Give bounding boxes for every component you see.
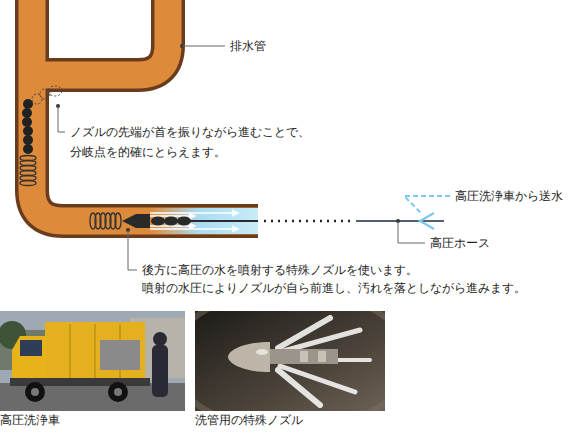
nozzle-in-branch-part bbox=[20, 156, 36, 161]
supply-label: 高圧洗浄車から送水 bbox=[455, 189, 563, 203]
photo-caption: 高圧洗浄車 bbox=[0, 413, 60, 427]
nozzle-in-branch-part bbox=[23, 135, 33, 145]
cleaning-nozzle-part bbox=[122, 214, 150, 228]
truck-photo-panel: 高圧洗浄車 bbox=[0, 311, 185, 430]
nozzle-in-branch-part bbox=[40, 89, 50, 99]
nozzle-in-branch-part bbox=[48, 86, 62, 96]
cleaning-nozzle-part bbox=[164, 217, 178, 226]
nozzle-photo-part-part bbox=[278, 370, 320, 405]
truck-photo-part bbox=[45, 322, 145, 382]
leader-lines-part bbox=[128, 230, 137, 270]
nozzle-in-branch-part bbox=[22, 117, 32, 127]
nozzle-photo-part bbox=[195, 311, 385, 411]
nozzle-in-branch-part bbox=[22, 108, 32, 118]
leader-lines-part bbox=[398, 221, 425, 243]
nozzle-photo-part bbox=[268, 349, 338, 364]
explanation-note-text: 噴射の水圧によりノズルが自ら前進し、汚れを落としながら進みます。 bbox=[142, 281, 526, 295]
photo-caption: 洗管用の特殊ノズル bbox=[195, 413, 303, 427]
nozzle-in-branch-part bbox=[23, 144, 33, 154]
explanation-note-text: 後方に高圧の水を噴射する特殊ノズルを使います。 bbox=[142, 263, 418, 277]
truck-photo-part bbox=[114, 388, 122, 396]
explanation-note: 噴射の水圧によりノズルが自ら前進し、汚れを落としながら進みます。 bbox=[142, 281, 526, 295]
leader-lines-part bbox=[58, 106, 65, 132]
leader-lines-part bbox=[182, 46, 225, 47]
drain-pipe bbox=[32, 0, 258, 234]
high-pressure-hose-part bbox=[420, 213, 434, 229]
water-supply-arrow bbox=[404, 196, 450, 214]
nozzle-photo-part bbox=[318, 351, 326, 362]
truck-photo-part bbox=[100, 340, 140, 370]
truck-photo-part bbox=[12, 336, 46, 385]
callout-note-text: 分岐点を的確にとらえます。 bbox=[70, 145, 226, 159]
nozzle-photo-part bbox=[195, 311, 385, 411]
drain-pipe-part bbox=[32, 0, 168, 75]
drain-pipe-part bbox=[150, 208, 258, 234]
nozzle-in-branch-part bbox=[20, 171, 36, 176]
truck-photo-part bbox=[94, 324, 95, 380]
truck-photo-part bbox=[0, 311, 185, 411]
nozzle-photo-part bbox=[256, 349, 268, 355]
water-jet-arrows-part bbox=[150, 212, 238, 214]
water-jet-arrows-part bbox=[150, 228, 238, 230]
callout-note-text: ノズルの先端が首を振りながら進むことで、 bbox=[70, 125, 310, 139]
truck-photo-part bbox=[153, 332, 167, 346]
nozzle-in-branch-part bbox=[23, 126, 33, 136]
cleaning-nozzle-part bbox=[177, 217, 191, 226]
drain-pipe-part bbox=[32, 0, 168, 75]
nozzle-in-branch-part bbox=[20, 161, 36, 166]
cleaning-nozzle-part bbox=[115, 213, 121, 229]
nozzle-in-branch-part bbox=[20, 166, 36, 171]
part-label-text: 排水管 bbox=[230, 39, 266, 53]
truck-photo bbox=[0, 311, 185, 411]
supply-label-text: 高圧洗浄車から送水 bbox=[455, 189, 563, 203]
part-label: 排水管 bbox=[230, 39, 266, 53]
drain-pipe-part bbox=[32, 0, 258, 221]
truck-photo-part bbox=[69, 324, 70, 380]
cleaning-nozzle-part bbox=[151, 217, 165, 226]
callout-note: 分岐点を的確にとらえます。 bbox=[70, 145, 226, 159]
water-supply-arrow-part bbox=[404, 196, 450, 214]
nozzle-photo-panel: 洗管用の特殊ノズル bbox=[195, 311, 385, 430]
high-pressure-hose-part bbox=[264, 220, 352, 223]
explanation-note: 後方に高圧の水を噴射する特殊ノズルを使います。 bbox=[142, 263, 418, 277]
nozzle-in-branch-part bbox=[23, 99, 33, 109]
truck-photo-part bbox=[31, 388, 39, 396]
nozzle-in-branch-part bbox=[20, 181, 36, 186]
truck-photo-part bbox=[20, 340, 42, 356]
nozzle-photo-part-part bbox=[280, 330, 360, 352]
callout-note: ノズルの先端が首を振りながら進むことで、 bbox=[70, 125, 310, 139]
nozzle-photo bbox=[195, 311, 385, 411]
high-pressure-hose bbox=[264, 213, 444, 229]
truck-photo-part bbox=[152, 345, 168, 397]
truck-photo-part bbox=[25, 382, 45, 402]
part-label-text: 高圧ホース bbox=[430, 236, 490, 250]
cleaning-nozzle-part bbox=[190, 220, 258, 222]
nozzle-in-branch-part bbox=[20, 176, 36, 181]
nozzle-in-branch bbox=[20, 86, 62, 186]
drain-pipe-part bbox=[32, 0, 258, 221]
nozzle-photo-part bbox=[300, 351, 308, 362]
truck-photo-part bbox=[108, 382, 128, 402]
leader-lines bbox=[56, 44, 425, 270]
part-label: 高圧ホース bbox=[430, 236, 490, 250]
cleaning-nozzle bbox=[90, 213, 258, 229]
nozzle-photo-part bbox=[228, 342, 270, 372]
